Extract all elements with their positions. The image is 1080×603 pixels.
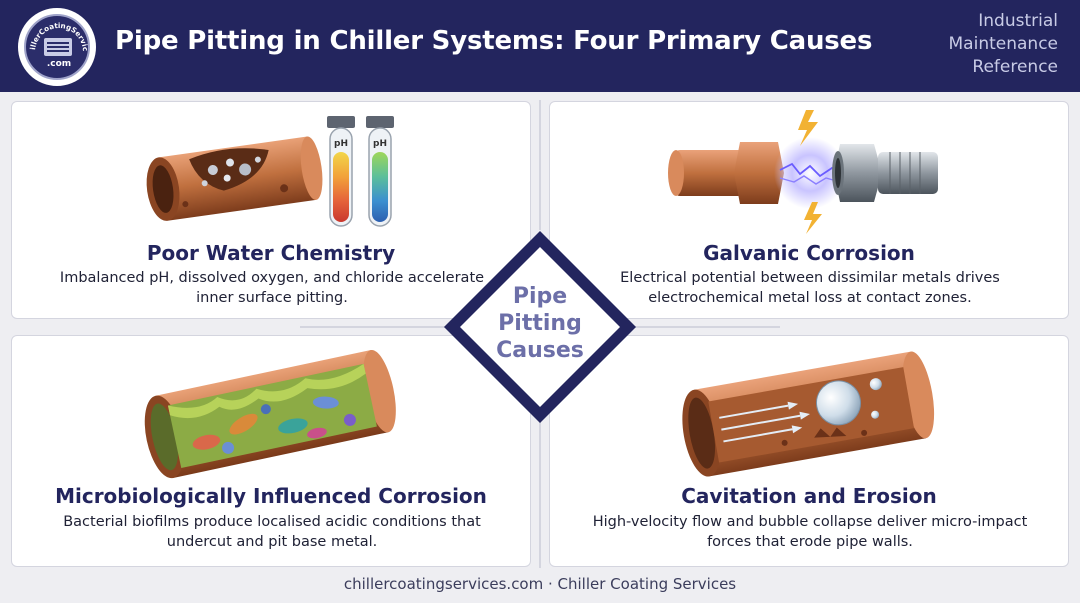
svg-text:pH: pH	[373, 139, 387, 149]
cause-card-water-chemistry: pH pH Poor Water Chemistry Imbalanced pH…	[11, 101, 531, 319]
cause-description: Imbalanced pH, dissolved oxygen, and chl…	[59, 270, 485, 306]
dissimilar-metal-fittings-spark-icon	[668, 110, 938, 234]
connector-top	[539, 100, 541, 230]
cause-description: Electrical potential between dissimilar …	[620, 270, 1000, 306]
cause-title: Cavitation and Erosion	[681, 484, 937, 508]
footer-credit[interactable]: chillercoatingservices.com · Chiller Coa…	[343, 575, 737, 593]
tagline-line: Industrial	[978, 11, 1058, 31]
pitted-pipe-ph-test-icon: pH pH	[146, 116, 394, 227]
cause-card-cavitation-erosion: Cavitation and Erosion High-velocity flo…	[549, 335, 1069, 567]
center-label-line: Pitting	[498, 311, 582, 336]
cause-title: Galvanic Corrosion	[703, 241, 915, 265]
logo-suffix: .com	[46, 59, 72, 69]
connector-right	[630, 326, 780, 328]
building-icon	[44, 38, 72, 56]
cavitation-bubble-pipe-icon	[682, 351, 935, 477]
cause-title: Poor Water Chemistry	[146, 241, 396, 265]
header-tagline: Industrial Maintenance Reference	[898, 10, 1058, 79]
cause-title: Microbiologically Influenced Corrosion	[55, 484, 487, 508]
center-label-line: Pipe	[512, 284, 568, 309]
tagline-line: Maintenance	[948, 34, 1058, 54]
cause-card-microbiological-corrosion: Microbiologically Influenced Corrosion B…	[11, 335, 531, 567]
cause-description: High-velocity flow and bubble collapse d…	[592, 514, 1028, 550]
page-title: Pipe Pitting in Chiller Systems: Four Pr…	[115, 26, 873, 56]
tagline-line: Reference	[972, 57, 1058, 77]
center-label-line: Causes	[496, 338, 584, 363]
svg-text:pH: pH	[334, 139, 348, 149]
center-label: Pipe Pitting Causes	[480, 283, 600, 364]
connector-bottom	[539, 420, 541, 568]
cause-card-galvanic-corrosion: Galvanic Corrosion Electrical potential …	[549, 101, 1069, 319]
connector-left	[300, 326, 450, 328]
cause-description: Bacterial biofilms produce localised aci…	[63, 514, 481, 550]
biofilm-pipe-bacteria-icon	[144, 349, 396, 479]
